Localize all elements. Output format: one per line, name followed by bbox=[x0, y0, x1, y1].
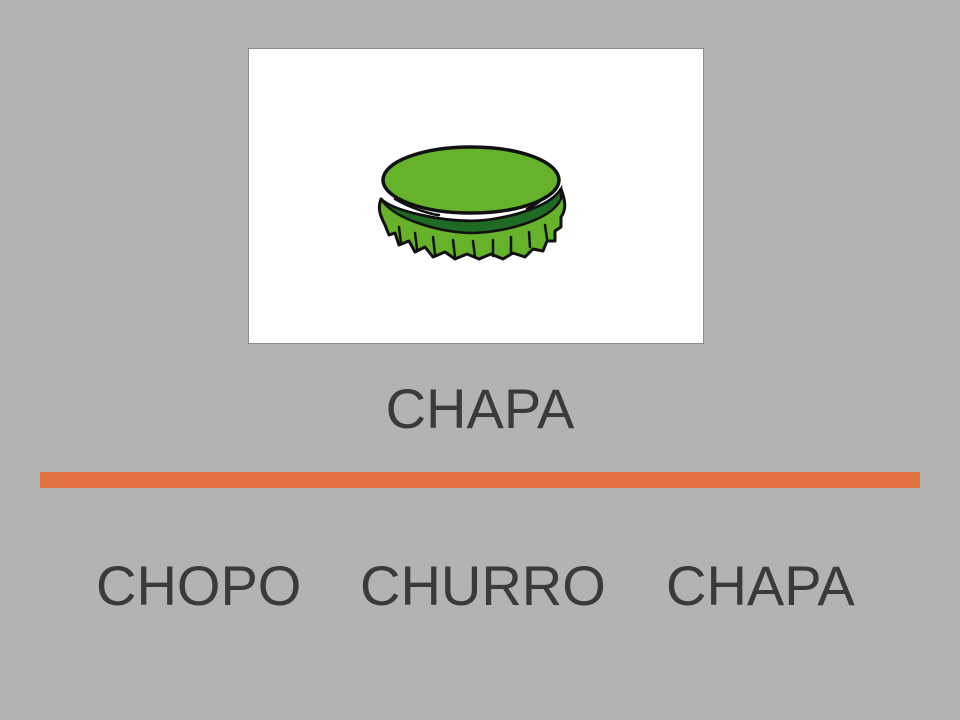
cap-band bbox=[379, 184, 563, 235]
cap-ridges bbox=[397, 223, 549, 259]
cap-rim-line-right bbox=[525, 195, 547, 211]
option-chapa[interactable]: CHAPA bbox=[666, 554, 855, 617]
option-churro[interactable]: CHURRO bbox=[360, 554, 606, 617]
target-word: CHAPA bbox=[385, 377, 575, 440]
word-options: CHOPO CHURRO CHAPA bbox=[0, 550, 960, 622]
picture-card bbox=[248, 48, 704, 344]
cap-rim-line bbox=[393, 197, 441, 217]
cap-top bbox=[381, 145, 561, 215]
option-chopo[interactable]: CHOPO bbox=[96, 554, 302, 617]
bottle-cap-icon bbox=[377, 145, 567, 261]
divider bbox=[40, 472, 920, 488]
